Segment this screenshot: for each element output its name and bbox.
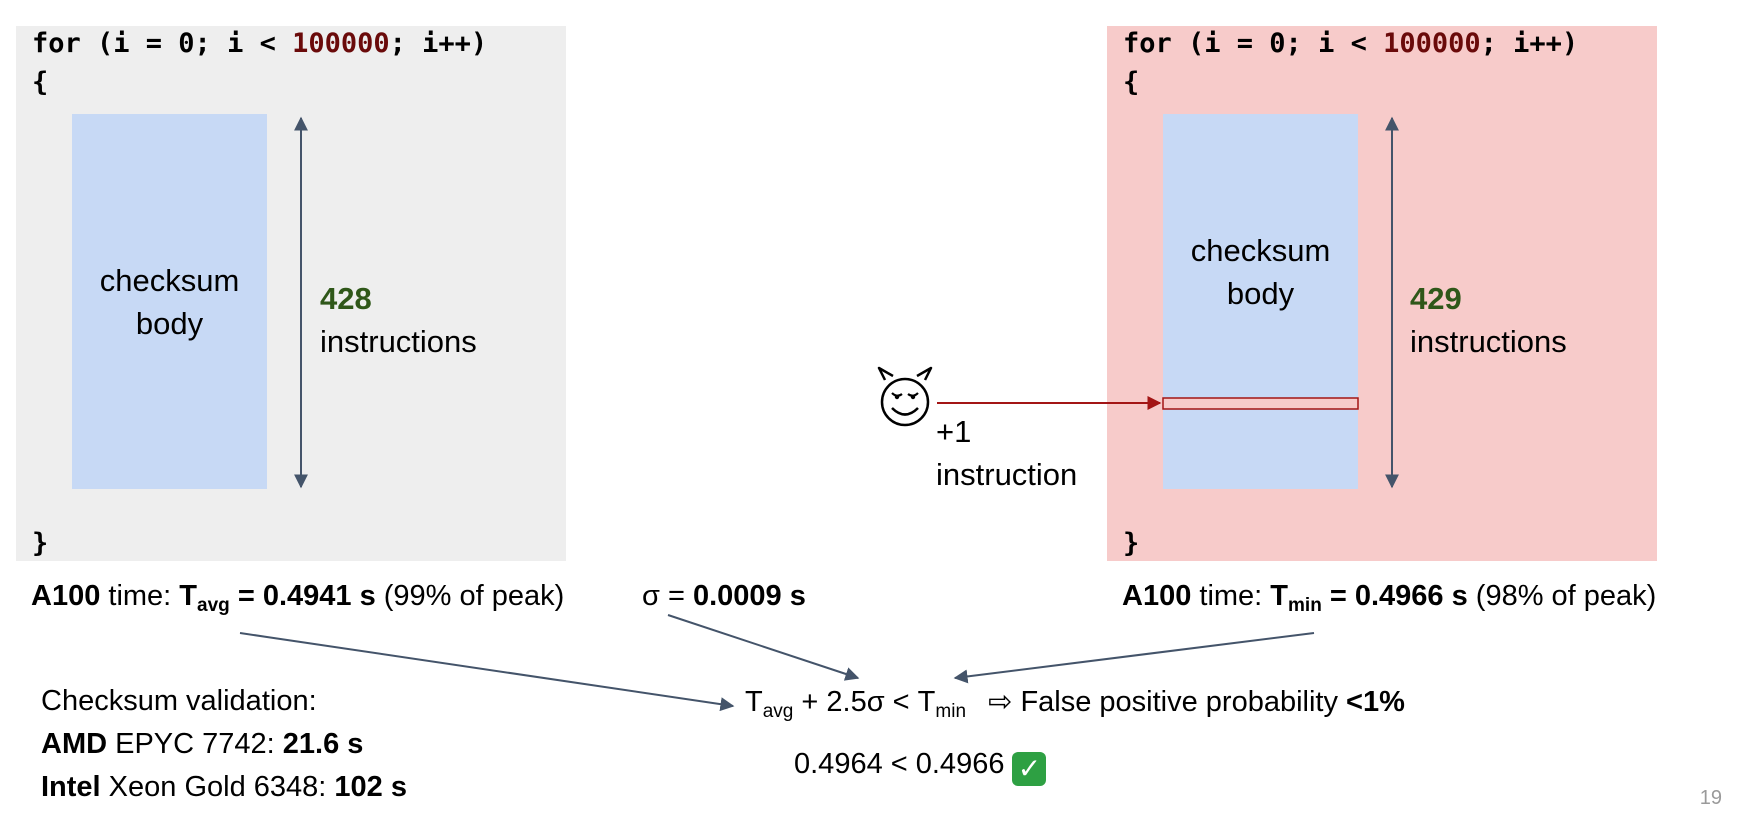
- baseline-close-brace: }: [32, 528, 49, 559]
- numeric-check: 0.4964 < 0.4966✓: [794, 748, 1047, 786]
- tampered-instruction-count: 429 instructions: [1410, 277, 1567, 363]
- tavg-to-formula-arrow: [239, 632, 735, 712]
- validation-intel: Intel Xeon Gold 6348: 102 s: [41, 771, 407, 803]
- tampered-timing: A100 time: Tmin = 0.4966 s (98% of peak): [1122, 580, 1657, 616]
- body-label-line2: body: [135, 305, 204, 341]
- injection-label-line1: +1: [936, 414, 972, 449]
- body-label-line1: checksum: [99, 262, 240, 298]
- body-label-line1: checksum: [1190, 232, 1331, 268]
- validation-title: Checksum validation:: [41, 685, 317, 717]
- body-label-line2: body: [1226, 275, 1295, 311]
- tampered-close-brace: }: [1123, 528, 1140, 559]
- injection-label: +1 instruction: [936, 410, 1077, 496]
- baseline-timing: A100 time: Tavg = 0.4941 s (99% of peak): [31, 580, 565, 616]
- sigma-value: σ = 0.0009 s: [642, 580, 806, 612]
- count-value: 428: [320, 281, 372, 316]
- detection-formula: Tavg + 2.5σ < Tmin ⇨ False positive prob…: [745, 686, 1405, 722]
- count-label: instructions: [1410, 324, 1567, 359]
- count-value: 429: [1410, 281, 1462, 316]
- check-mark-icon: ✓: [1012, 752, 1047, 786]
- baseline-open-brace: {: [32, 67, 49, 98]
- injected-instruction-slot: [1162, 397, 1359, 410]
- implies-arrow-icon: ⇨: [988, 686, 1013, 718]
- sigma-to-formula-arrow: [667, 614, 860, 681]
- baseline-loop-header: for (i = 0; i < 100000; i++): [32, 28, 488, 59]
- tmin-to-formula-arrow: [953, 632, 1315, 684]
- injection-label-line2: instruction: [936, 457, 1078, 492]
- tampered-loop-header: for (i = 0; i < 100000; i++): [1123, 28, 1579, 59]
- count-label: instructions: [320, 324, 477, 359]
- baseline-instruction-count: 428 instructions: [320, 277, 477, 363]
- smiling-devil-icon: [877, 366, 933, 427]
- baseline-checksum-body: checksum body: [72, 114, 267, 489]
- checksum-validation: Checksum validation: AMD EPYC 7742: 21.6…: [41, 680, 407, 809]
- slide-number: 19: [1699, 787, 1722, 809]
- validation-amd: AMD EPYC 7742: 21.6 s: [41, 728, 364, 760]
- tampered-open-brace: {: [1123, 67, 1140, 98]
- tampered-checksum-body: checksum body: [1163, 114, 1358, 489]
